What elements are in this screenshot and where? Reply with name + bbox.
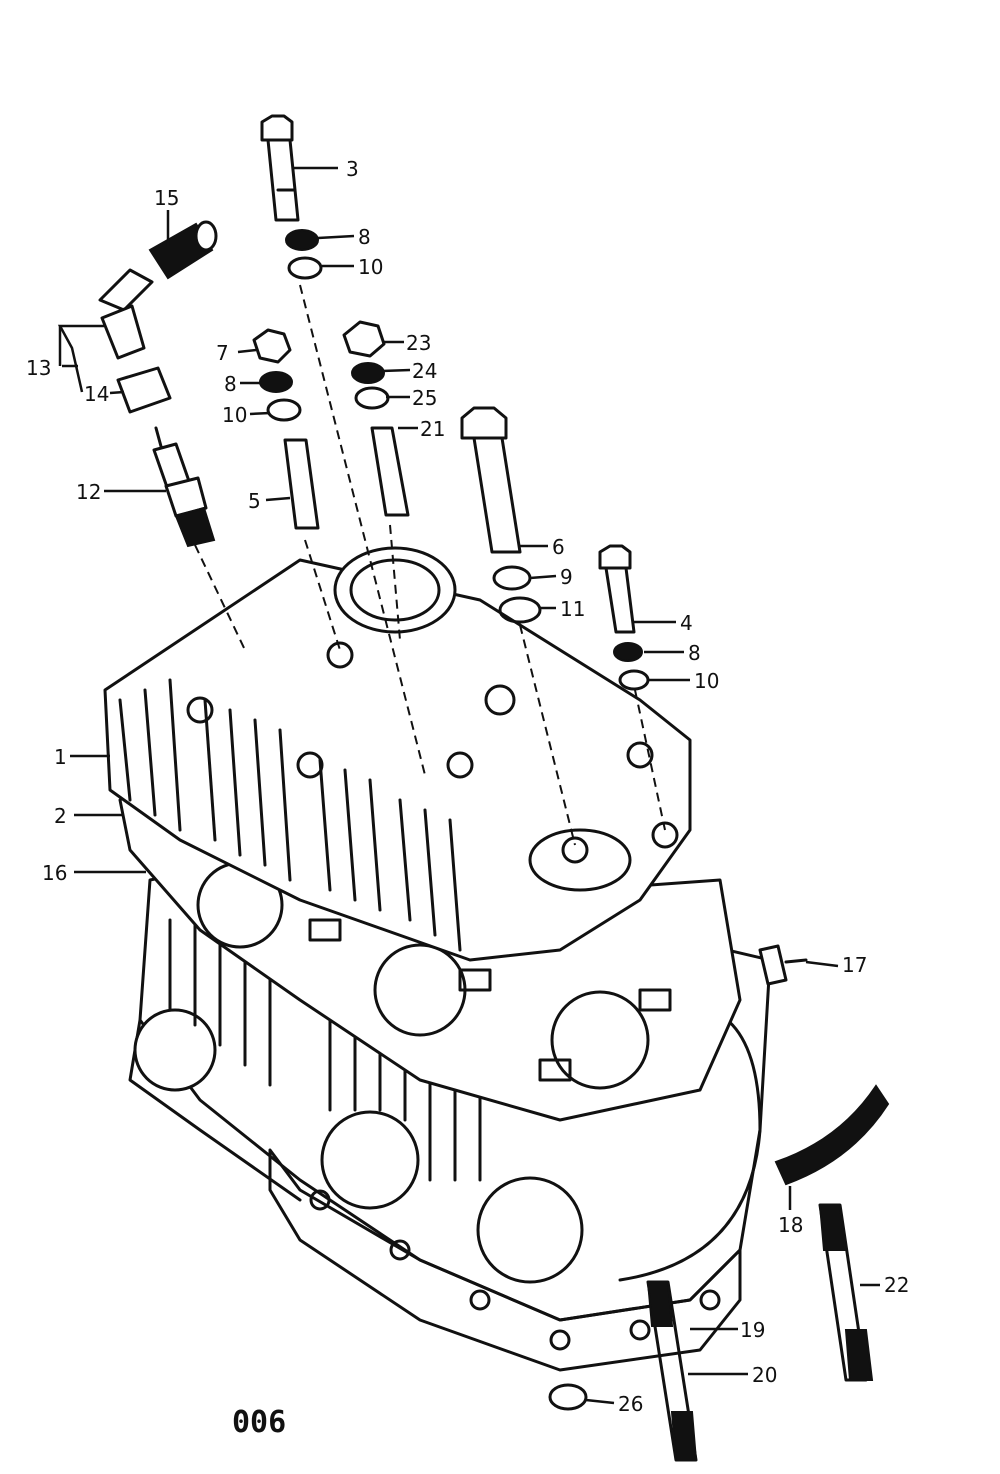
label-10-right: 10 <box>694 669 719 693</box>
washer-11 <box>498 596 542 624</box>
washer-8-right <box>613 642 643 662</box>
label-11: 11 <box>560 597 585 621</box>
bolt-4 <box>598 544 636 634</box>
label-8-top: 8 <box>358 225 371 249</box>
label-10-top: 10 <box>358 255 383 279</box>
figure-number: 006 <box>232 1405 286 1440</box>
spark-plug-12 <box>152 426 216 548</box>
label-8-mid: 8 <box>224 372 237 396</box>
label-19: 19 <box>740 1318 765 1342</box>
label-6: 6 <box>552 535 565 559</box>
label-5: 5 <box>248 489 261 513</box>
label-14: 14 <box>84 382 109 406</box>
nut-23 <box>342 320 386 358</box>
o-ring-26 <box>548 1383 588 1411</box>
label-17: 17 <box>842 953 867 977</box>
seal-18 <box>774 1084 890 1186</box>
lock-washer-24 <box>351 362 385 384</box>
leader-lines <box>57 166 880 1405</box>
stud-22 <box>818 1203 874 1382</box>
head-fins <box>118 678 462 952</box>
label-16: 16 <box>42 861 67 885</box>
cap-14 <box>116 366 172 414</box>
label-21: 21 <box>420 417 445 441</box>
label-20: 20 <box>752 1363 777 1387</box>
label-9: 9 <box>560 565 573 589</box>
washer-8-top <box>285 229 319 251</box>
part-labels: 3 8 10 15 13 14 12 7 8 10 5 23 24 25 21 … <box>26 157 909 1416</box>
label-3: 3 <box>346 157 359 181</box>
label-24: 24 <box>412 359 437 383</box>
label-4: 4 <box>680 611 693 635</box>
label-26: 26 <box>618 1392 643 1416</box>
assembly-lines <box>194 284 666 846</box>
label-25: 25 <box>412 386 437 410</box>
washer-8-mid <box>259 371 293 393</box>
washer-10-mid <box>266 398 302 422</box>
label-22: 22 <box>884 1273 909 1297</box>
washer-10-top <box>287 256 323 280</box>
stud-5 <box>283 438 320 530</box>
fitting-17 <box>758 944 808 986</box>
bolt-3 <box>260 114 300 222</box>
label-7: 7 <box>216 341 229 365</box>
label-1: 1 <box>54 745 67 769</box>
label-23: 23 <box>406 331 431 355</box>
label-10-mid: 10 <box>222 403 247 427</box>
label-13: 13 <box>26 356 51 380</box>
label-12: 12 <box>76 480 101 504</box>
stud-20 <box>646 1280 698 1462</box>
stud-21 <box>370 426 410 517</box>
washer-25 <box>354 386 390 410</box>
washer-9 <box>492 565 532 591</box>
label-18: 18 <box>778 1213 803 1237</box>
nut-7 <box>252 328 292 364</box>
nipple-15 <box>148 220 218 280</box>
label-15: 15 <box>154 186 179 210</box>
label-2: 2 <box>54 804 67 828</box>
bolt-6 <box>460 406 522 554</box>
cylinder-head <box>103 546 692 962</box>
washer-10-right <box>618 669 650 691</box>
label-8-right: 8 <box>688 641 701 665</box>
plug-cap-13 <box>98 268 154 360</box>
